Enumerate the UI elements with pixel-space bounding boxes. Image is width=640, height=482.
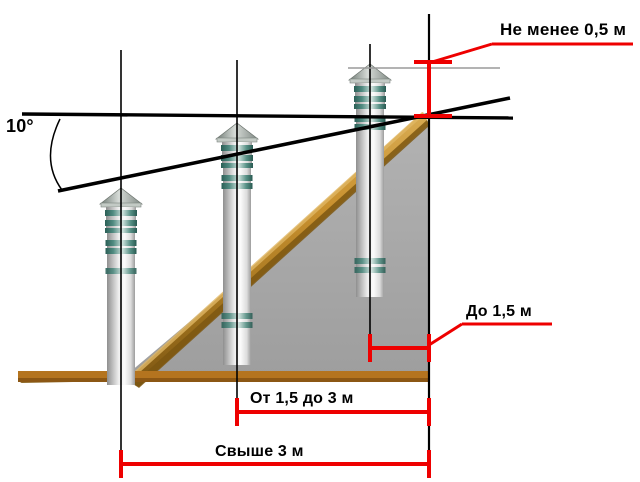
reference-lines	[21, 14, 514, 478]
building	[18, 112, 429, 388]
base-band	[18, 371, 429, 381]
leader-to-ridge	[428, 322, 463, 347]
label-above-ridge: Не менее 0,5 м	[500, 20, 627, 39]
wall-body	[117, 120, 429, 378]
label-roof-angle: 10°	[6, 116, 34, 136]
dimension-to-ridge	[368, 322, 552, 362]
label-mid-distance: От 1,5 до 3 м	[250, 390, 354, 407]
dimension-above-ridge	[414, 42, 633, 118]
label-near-ridge: До 1,5 м	[466, 303, 532, 320]
base-band-shade	[18, 378, 429, 382]
label-far-distance: Свыше 3 м	[215, 443, 304, 460]
angle-arc	[49, 118, 63, 191]
ten-degree-line	[57, 96, 511, 193]
roof-beam-highlight	[126, 112, 424, 382]
roof-beam-shadow	[133, 120, 429, 388]
leader-above-ridge	[431, 42, 493, 64]
roof-beam	[126, 112, 429, 387]
dimension-mid-span	[235, 398, 431, 426]
dimension-far-span	[119, 450, 431, 478]
